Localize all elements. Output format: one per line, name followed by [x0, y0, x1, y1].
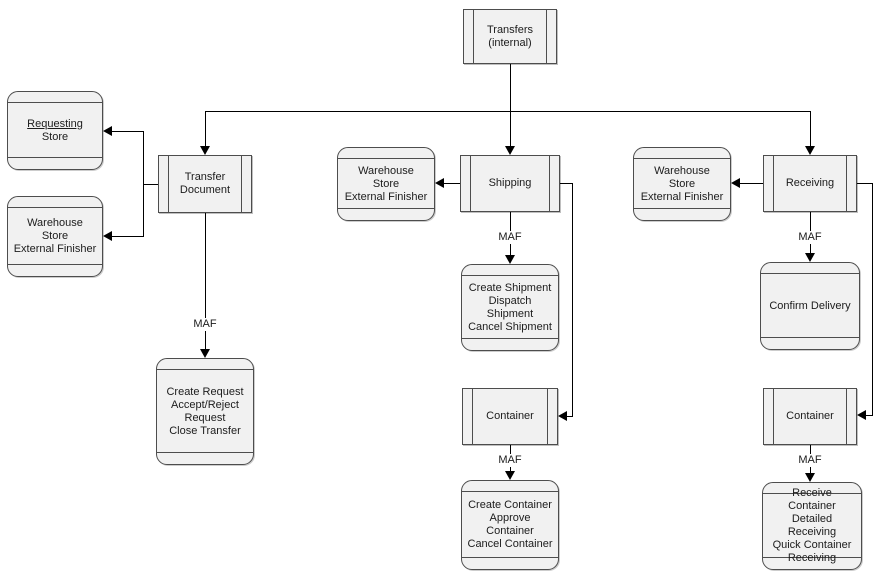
- node-create-shipment: Create Shipment Dispatch Shipment Cancel…: [461, 264, 559, 351]
- node-confirm-delivery: Confirm Delivery: [760, 262, 860, 350]
- connector-branch-to-receiving: [810, 111, 811, 147]
- process-bar: [168, 156, 169, 212]
- band-line: [462, 275, 558, 276]
- process-bar: [773, 389, 774, 444]
- node-label: Confirm Delivery: [769, 299, 851, 312]
- connector-receiving-right-vertical: [872, 183, 873, 416]
- band-line: [763, 493, 861, 494]
- node-label: Transfer Document: [179, 171, 231, 196]
- band-line: [462, 338, 558, 339]
- band-line: [761, 273, 859, 274]
- arrowhead-left-icon: [558, 411, 567, 421]
- node-transfer-document: Transfer Document: [158, 155, 252, 213]
- process-bar: [472, 389, 473, 444]
- process-bar: [546, 10, 547, 63]
- arrowhead-down-icon: [805, 253, 815, 262]
- node-container-right: Container: [763, 388, 857, 445]
- connector-transfers-to-shipping: [510, 64, 511, 147]
- connector-shipping-right-vertical: [572, 183, 573, 417]
- connector-left-fork-vertical: [143, 131, 144, 237]
- node-container-mid: Container: [462, 388, 558, 445]
- node-label: Receive Container Detailed Receiving Qui…: [772, 487, 852, 564]
- band-line: [338, 208, 434, 209]
- band-line: [8, 102, 102, 103]
- node-label: Warehouse Store External Finisher: [13, 217, 97, 255]
- band-line: [634, 158, 730, 159]
- node-receiving: Receiving: [763, 155, 857, 212]
- arrowhead-left-icon: [857, 410, 866, 420]
- process-bar: [547, 389, 548, 444]
- band-line: [338, 158, 434, 159]
- node-warehouse-store-external-finisher-right: Warehouse Store External Finisher: [633, 147, 731, 221]
- node-label: Create Container Approve Container Cance…: [467, 499, 553, 550]
- node-label: Container: [786, 410, 834, 422]
- maf-label: MAF: [495, 454, 525, 467]
- process-bar: [846, 389, 847, 444]
- process-bar: [773, 156, 774, 211]
- node-receive-container: Receive Container Detailed Receiving Qui…: [762, 482, 862, 570]
- node-label: Shipping: [488, 177, 532, 189]
- arrowhead-left-icon: [103, 126, 112, 136]
- process-bar: [846, 156, 847, 211]
- band-line: [157, 369, 253, 370]
- node-transfers-internal: Transfers (internal): [463, 9, 557, 64]
- arrowhead-down-icon: [805, 146, 815, 155]
- connector-transfer-document-to-create-request: [205, 213, 206, 350]
- arrowhead-left-icon: [731, 178, 740, 188]
- band-line: [763, 557, 861, 558]
- connector-to-warehouse-left: [112, 236, 143, 237]
- node-label: Requesting Store: [8, 92, 102, 169]
- connector-to-requesting-store: [112, 131, 143, 132]
- node-label: Container: [486, 410, 534, 422]
- arrowhead-down-icon: [505, 255, 515, 264]
- connector-shipping-to-warehouse: [444, 183, 460, 184]
- band-line: [8, 264, 102, 265]
- node-shipping: Shipping: [460, 155, 560, 212]
- connector-transfer-document-left: [143, 184, 158, 185]
- node-label: Create Request Accept/Reject Request Clo…: [166, 385, 244, 437]
- node-label-underlined: Requesting: [27, 117, 83, 130]
- band-line: [761, 337, 859, 338]
- connector-shipping-right: [560, 183, 573, 184]
- arrowhead-down-icon: [805, 473, 815, 482]
- node-label-line: Store: [41, 130, 69, 143]
- process-bar: [470, 156, 471, 211]
- node-create-request: Create Request Accept/Reject Request Clo…: [156, 358, 254, 465]
- node-warehouse-store-external-finisher-left: Warehouse Store External Finisher: [7, 196, 103, 277]
- arrowhead-down-icon: [505, 146, 515, 155]
- band-line: [462, 491, 558, 492]
- arrowhead-left-icon: [103, 231, 112, 241]
- process-bar: [473, 10, 474, 63]
- maf-label: MAF: [495, 231, 525, 244]
- connector-branch-to-transfer-document: [205, 111, 206, 147]
- arrowhead-left-icon: [435, 178, 444, 188]
- node-label: Create Shipment Dispatch Shipment Cancel…: [468, 281, 552, 333]
- process-bar: [241, 156, 242, 212]
- maf-label: MAF: [190, 318, 220, 331]
- band-line: [462, 557, 558, 558]
- connector-to-container-right: [866, 415, 873, 416]
- node-label: Warehouse Store External Finisher: [344, 164, 428, 203]
- node-label: Warehouse Store External Finisher: [640, 164, 724, 203]
- process-bar: [549, 156, 550, 211]
- connector-branch-horizontal: [205, 111, 811, 112]
- node-label: Receiving: [785, 177, 835, 189]
- band-line: [634, 208, 730, 209]
- maf-label: MAF: [795, 231, 825, 244]
- arrowhead-down-icon: [505, 471, 515, 480]
- band-line: [157, 452, 253, 453]
- band-line: [8, 207, 102, 208]
- node-create-container: Create Container Approve Container Cance…: [461, 480, 559, 570]
- connector-receiving-right: [857, 183, 873, 184]
- arrowhead-down-icon: [200, 146, 210, 155]
- node-warehouse-store-external-finisher-mid: Warehouse Store External Finisher: [337, 147, 435, 221]
- node-requesting-store: Requesting Store: [7, 91, 103, 170]
- node-label: Transfers (internal): [486, 23, 534, 49]
- connector-receiving-to-warehouse: [740, 183, 763, 184]
- band-line: [8, 157, 102, 158]
- arrowhead-down-icon: [200, 349, 210, 358]
- maf-label: MAF: [795, 454, 825, 467]
- connector-to-container-mid: [567, 416, 573, 417]
